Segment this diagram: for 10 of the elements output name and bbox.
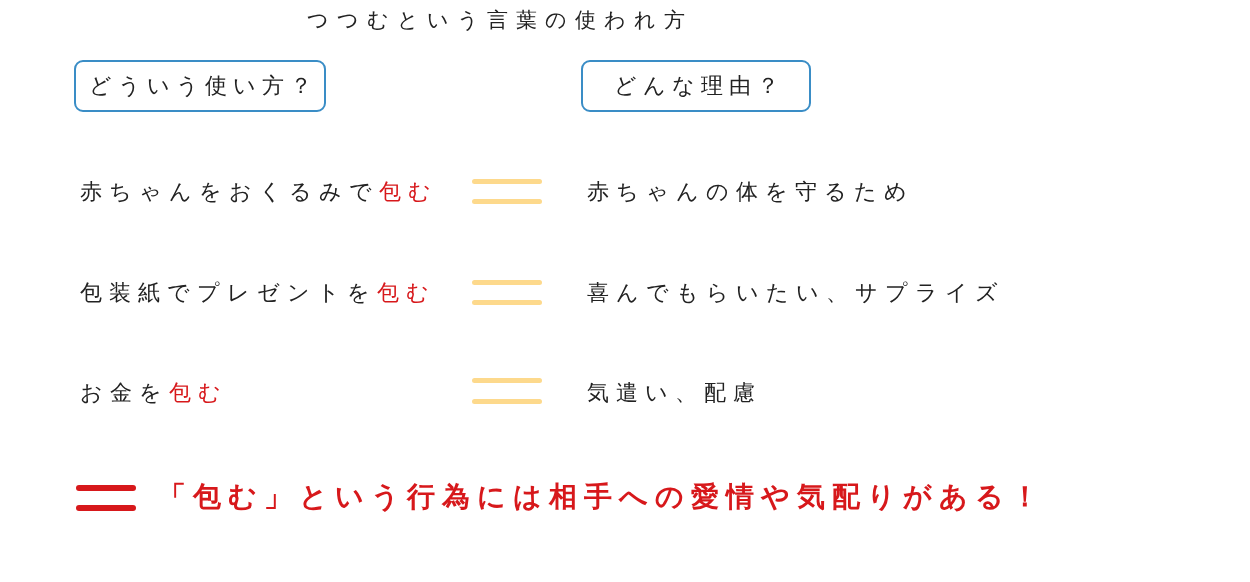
reason-text: 気遣い、配慮 bbox=[587, 379, 762, 407]
reason-text: 赤ちゃんの体を守るため bbox=[587, 178, 914, 206]
question-box: どういう使い方？ bbox=[74, 60, 326, 112]
example-sentence: お金を包む bbox=[80, 379, 228, 407]
conclusion-text: 「包む」という行為には相手への愛情や気配りがある！ bbox=[158, 479, 1046, 515]
reason-text: 喜んでもらいたい、サプライズ bbox=[587, 279, 1005, 307]
title: つつむという言葉の使われ方 bbox=[306, 7, 694, 34]
example-sentence: 赤ちゃんをおくるみで包む bbox=[80, 178, 438, 206]
example-sentence: 包装紙でプレゼントを包む bbox=[80, 279, 436, 307]
question-box: どんな理由？ bbox=[581, 60, 811, 112]
